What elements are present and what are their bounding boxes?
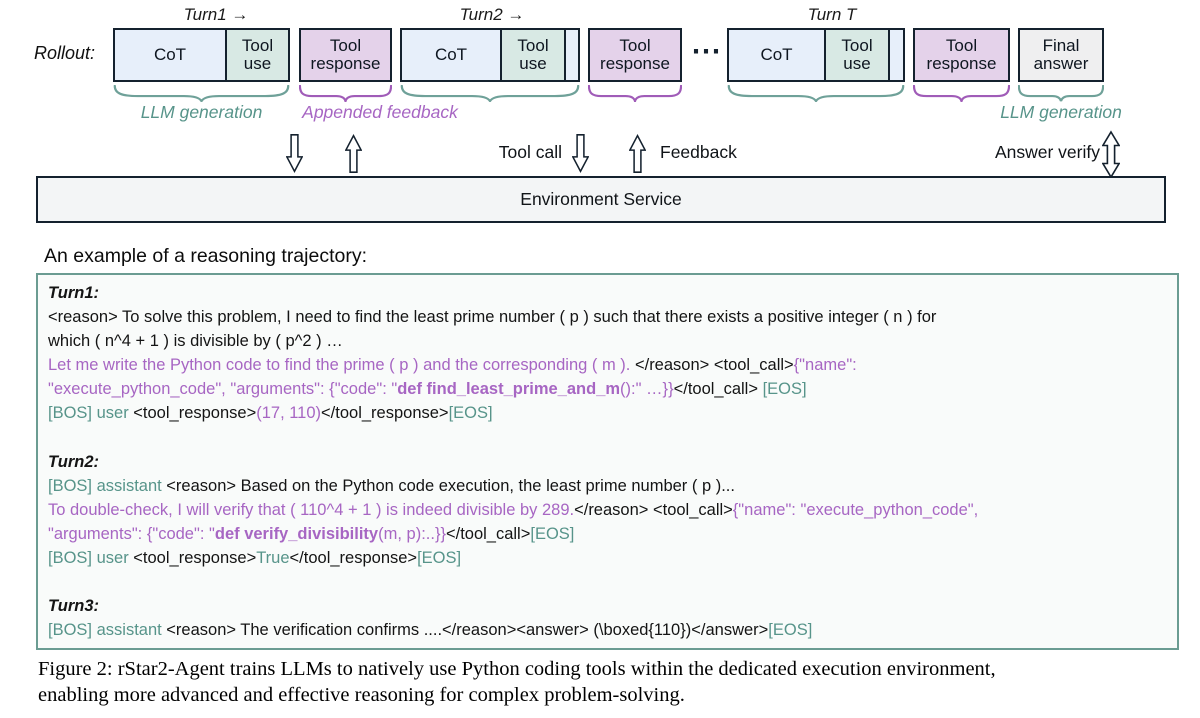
trajectory-segment: def verify_divisibility [214, 524, 379, 543]
trajectory-segment: True [256, 549, 290, 568]
trajectory-turn-header: Turn1: [48, 281, 1167, 305]
trajectory-line: [BOS] assistant <reason> Based on the Py… [48, 474, 1167, 498]
trajectory-line: <reason> To solve this problem, I need t… [48, 305, 1167, 329]
underbrace-turn1-feedback [299, 85, 392, 102]
trajectory-segment: <tool_response> [133, 549, 257, 568]
trajectory-segment: </reason> <tool_call> [634, 356, 794, 375]
turn1-tool-use-box: Tool use [225, 30, 288, 80]
turn2-label: Turn2 → [459, 5, 525, 24]
trajectory-segment: {"name": [793, 356, 857, 375]
underbrace-turn2-generation [400, 85, 580, 102]
turn-t-label: Turn T [807, 5, 857, 24]
trajectory-segment: <reason> Based on the Python code execut… [166, 476, 735, 495]
environment-service-label: Environment Service [520, 189, 682, 209]
trajectory-line: [BOS] user <tool_response>True</tool_res… [48, 546, 1167, 570]
llm-generation-label-right: LLM generation [1000, 102, 1122, 122]
trajectory-segment: Let me write the Python code to find the… [48, 356, 635, 375]
final-answer-box: Final answer [1018, 28, 1104, 82]
llm-generation-label-left: LLM generation [140, 102, 263, 122]
up-arrow-icon [345, 131, 362, 176]
trajectory-segment: [EOS] [768, 621, 813, 640]
feedback-label: Feedback [660, 142, 737, 162]
trajectory-line: [BOS] user <tool_response>(17, 110)</too… [48, 401, 1167, 425]
trajectory-segment: </tool_call> [445, 524, 531, 543]
example-heading: An example of a reasoning trajectory: [44, 245, 368, 267]
turn1-tool-response-box: Tool response [299, 28, 392, 82]
trajectory-segment: [BOS] assistant [48, 621, 167, 640]
trajectory-segment: </reason> <tool_call> [574, 500, 733, 519]
trajectory-segment: [EOS] [530, 524, 575, 543]
underbrace-turn-t-generation [727, 85, 905, 102]
double-arrow-icon [1102, 130, 1120, 179]
trajectory-segment: "arguments": {"code": " [48, 524, 215, 543]
turn1-label: Turn1 → [183, 5, 249, 24]
trajectory-segment: Turn2: [48, 452, 100, 471]
answer-verify-label: Answer verify [994, 142, 1100, 162]
trajectory-segment: Turn1: [48, 284, 100, 302]
trajectory-segment: [EOS] [448, 404, 493, 423]
trajectory-line: To double-check, I will verify that ( 11… [48, 498, 1167, 522]
turn2-tool-use-box: Tool use [500, 30, 564, 80]
tool-call-label: Tool call [498, 142, 562, 162]
trajectory-segment: which ( n^4 + 1 ) is divisible by ( p^2 … [48, 332, 343, 351]
turn1-cot-box: CoT [115, 30, 225, 80]
figure-caption: Figure 2: rStar2-Agent trains LLMs to na… [38, 656, 1190, 708]
trajectory-turn-header: Turn3: [48, 594, 1167, 618]
ellipsis-dots: ⋯ [691, 35, 721, 68]
trajectory-line [48, 426, 1167, 450]
trajectory-segment: To double-check, I will verify that ( 11… [48, 500, 575, 519]
trajectory-line: "execute_python_code", "arguments": {"co… [48, 377, 1167, 401]
caption-line-2: enabling more advanced and effective rea… [38, 684, 685, 706]
underbrace-turn-t-feedback [913, 85, 1010, 102]
turn-t-tool-response-box: Tool response [913, 28, 1010, 82]
trajectory-segment: [EOS] [417, 549, 462, 568]
trajectory-segment: <tool_response> [133, 404, 257, 423]
turn2-next-cot-strip [564, 30, 578, 80]
trajectory-segment: (17, 110) [256, 404, 322, 423]
trajectory-segment: </tool_response> [321, 404, 449, 423]
turn-t-next-cot-strip [888, 30, 903, 80]
turn-t-tool-use-box: Tool use [824, 30, 888, 80]
trajectory-segment: [BOS] assistant [48, 476, 167, 495]
trajectory-segment: ():" …}} [620, 380, 674, 399]
trajectory-segment: "execute_python_code", "arguments": {"co… [48, 380, 398, 399]
trajectory-segment: </tool_response> [289, 549, 418, 568]
rollout-label: Rollout: [34, 43, 96, 63]
trajectory-line [48, 570, 1167, 594]
trajectory-turn-header: Turn2: [48, 450, 1167, 474]
environment-service-bar: Environment Service [36, 176, 1166, 223]
trajectory-line: Let me write the Python code to find the… [48, 353, 1167, 377]
trajectory-line: "arguments": {"code": "def verify_divisi… [48, 522, 1167, 546]
turn2-block-group: CoT Tool use [400, 28, 580, 82]
underbrace-turn2-feedback [588, 85, 682, 102]
turn-t-block-group: CoT Tool use [727, 28, 905, 82]
down-arrow-icon [286, 131, 303, 176]
trajectory-segment: {"name": "execute_python_code", [732, 500, 979, 519]
trajectory-segment: <reason> To solve this problem, I need t… [48, 308, 937, 327]
turn1-block-group: CoT Tool use [113, 28, 290, 82]
up-arrow-icon [629, 131, 646, 176]
underbrace-final-answer [1018, 85, 1104, 102]
turn2-tool-response-box: Tool response [588, 28, 682, 82]
trajectory-segment: [EOS] [762, 380, 807, 399]
turn2-cot-box: CoT [402, 30, 500, 80]
underbrace-turn1-generation [113, 85, 290, 102]
reasoning-trajectory-box: Turn1: <reason> To solve this problem, I … [36, 273, 1179, 650]
trajectory-segment: [BOS] user [48, 549, 134, 568]
trajectory-line: which ( n^4 + 1 ) is divisible by ( p^2 … [48, 329, 1167, 353]
trajectory-segment: Turn3: [48, 597, 100, 616]
appended-feedback-label: Appended feedback [302, 102, 458, 122]
trajectory-segment: [BOS] user [48, 404, 134, 423]
trajectory-segment: def find_least_prime_and_m [397, 380, 621, 399]
down-arrow-icon [572, 131, 589, 176]
caption-line-1: Figure 2: rStar2-Agent trains LLMs to na… [38, 658, 996, 680]
trajectory-segment: <reason> The verification confirms ....<… [166, 621, 769, 640]
trajectory-segment: (m, p):..}} [378, 524, 446, 543]
turn-t-cot-box: CoT [729, 30, 824, 80]
trajectory-segment: </tool_call> [673, 380, 763, 399]
trajectory-line: [BOS] assistant <reason> The verificatio… [48, 618, 1167, 642]
